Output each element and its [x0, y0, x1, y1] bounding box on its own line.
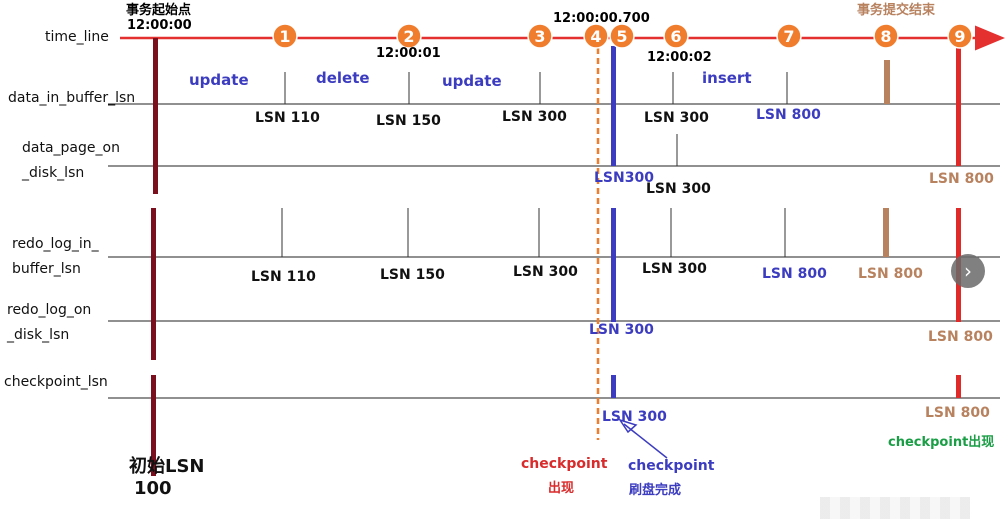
event-marker-label: 9 — [954, 27, 965, 46]
redo-lsn-800-blue: LSN 800 — [762, 266, 827, 282]
buffer-lsn-800: LSN 800 — [756, 107, 821, 123]
event-marker-3: 3 — [527, 23, 553, 49]
redo-lsn-150: LSN 150 — [380, 267, 445, 283]
time-6: 12:00:02 — [647, 50, 712, 65]
row-label-redo-on-disk-2: _disk_lsn — [7, 327, 70, 343]
op-insert: insert — [702, 69, 752, 87]
event-marker-8: 8 — [873, 23, 899, 49]
event-marker-label: 4 — [590, 27, 601, 46]
disk-lsn-300-blue: LSN300 — [594, 170, 654, 186]
row-label-checkpoint: checkpoint_lsn — [4, 374, 108, 390]
red-bar-top — [956, 46, 961, 166]
row-label-data-page-on-2: _disk_lsn — [22, 165, 85, 181]
row-label-redo-in-buffer-2: buffer_lsn — [12, 261, 81, 277]
disk-lsn-300: LSN 300 — [646, 181, 711, 197]
redo-lsn-300-a: LSN 300 — [513, 264, 578, 280]
watermark — [820, 497, 970, 519]
next-slide-button[interactable]: › — [951, 254, 985, 288]
event-marker-5: 5 — [609, 23, 635, 49]
checkpoint-appear-final: checkpoint出现 — [888, 435, 995, 450]
buffer-lsn-150: LSN 150 — [376, 113, 441, 129]
buffer-lsn-300-b: LSN 300 — [644, 110, 709, 126]
blue-bar-redo — [611, 208, 616, 322]
brown-bar-redo — [883, 208, 889, 257]
event-marker-9: 9 — [947, 23, 973, 49]
row-label-time-line: time_line — [45, 29, 109, 45]
initial-bar-mid — [151, 208, 156, 360]
checkpoint-lsn-800: LSN 800 — [925, 405, 990, 421]
commit-label: 事务提交结束 — [857, 3, 936, 18]
event-marker-label: 7 — [783, 27, 794, 46]
event-marker-1: 1 — [272, 23, 298, 49]
disk-lsn-800: LSN 800 — [929, 171, 994, 187]
op-delete: delete — [316, 69, 370, 87]
redo-disk-lsn-800: LSN 800 — [928, 329, 993, 345]
buffer-lsn-300-a: LSN 300 — [502, 109, 567, 125]
initial-lsn-value: 100 — [134, 478, 172, 499]
event-marker-2: 2 — [396, 23, 422, 49]
event-marker-4: 4 — [583, 23, 609, 49]
initial-lsn-label: 初始LSN — [129, 456, 205, 477]
event-marker-label: 3 — [534, 27, 545, 46]
row-label-redo-in-buffer-1: redo_log_in_ — [12, 236, 99, 252]
event-marker-label: 2 — [403, 27, 414, 46]
checkpoint-flush-label: checkpoint — [628, 458, 715, 474]
blue-bar-checkpoint — [611, 375, 616, 398]
checkpoint-appear-label: checkpoint — [521, 456, 608, 472]
event-marker-7: 7 — [776, 23, 802, 49]
event-marker-label: 5 — [616, 27, 627, 46]
chevron-right-icon: › — [964, 259, 972, 283]
time-4: 12:00:00.700 — [553, 11, 650, 26]
row-label-redo-on-disk-1: redo_log_on — [7, 302, 92, 318]
start-time: 12:00:00 — [127, 18, 192, 33]
start-label: 事务起始点 — [126, 3, 192, 18]
blue-bar-top — [611, 46, 616, 166]
event-marker-6: 6 — [663, 23, 689, 49]
brown-bar-buffer — [884, 60, 890, 104]
event-marker-label: 1 — [279, 27, 290, 46]
red-bar-checkpoint — [956, 375, 961, 398]
op-update-2: update — [442, 72, 502, 90]
event-marker-label: 8 — [880, 27, 891, 46]
buffer-lsn-110: LSN 110 — [255, 110, 320, 126]
checkpoint-lsn-300: LSN 300 — [602, 409, 667, 425]
time-2: 12:00:01 — [376, 46, 441, 61]
initial-bar-low — [151, 375, 156, 476]
redo-lsn-300-b: LSN 300 — [642, 261, 707, 277]
checkpoint-flush-arrow-head — [618, 418, 638, 434]
row-label-data-in-buffer: data_in_buffer_lsn — [8, 90, 136, 106]
row-label-data-page-on-1: data_page_on — [22, 140, 120, 156]
op-update-1: update — [189, 71, 249, 89]
checkpoint-appear-sub: 出现 — [548, 481, 575, 496]
event-marker-label: 6 — [670, 27, 681, 46]
checkpoint-flush-sub: 刷盘完成 — [629, 483, 682, 498]
redo-lsn-110: LSN 110 — [251, 269, 316, 285]
initial-bar-top — [153, 38, 158, 194]
redo-lsn-800-brown: LSN 800 — [858, 266, 923, 282]
redo-disk-lsn-300: LSN 300 — [589, 322, 654, 338]
